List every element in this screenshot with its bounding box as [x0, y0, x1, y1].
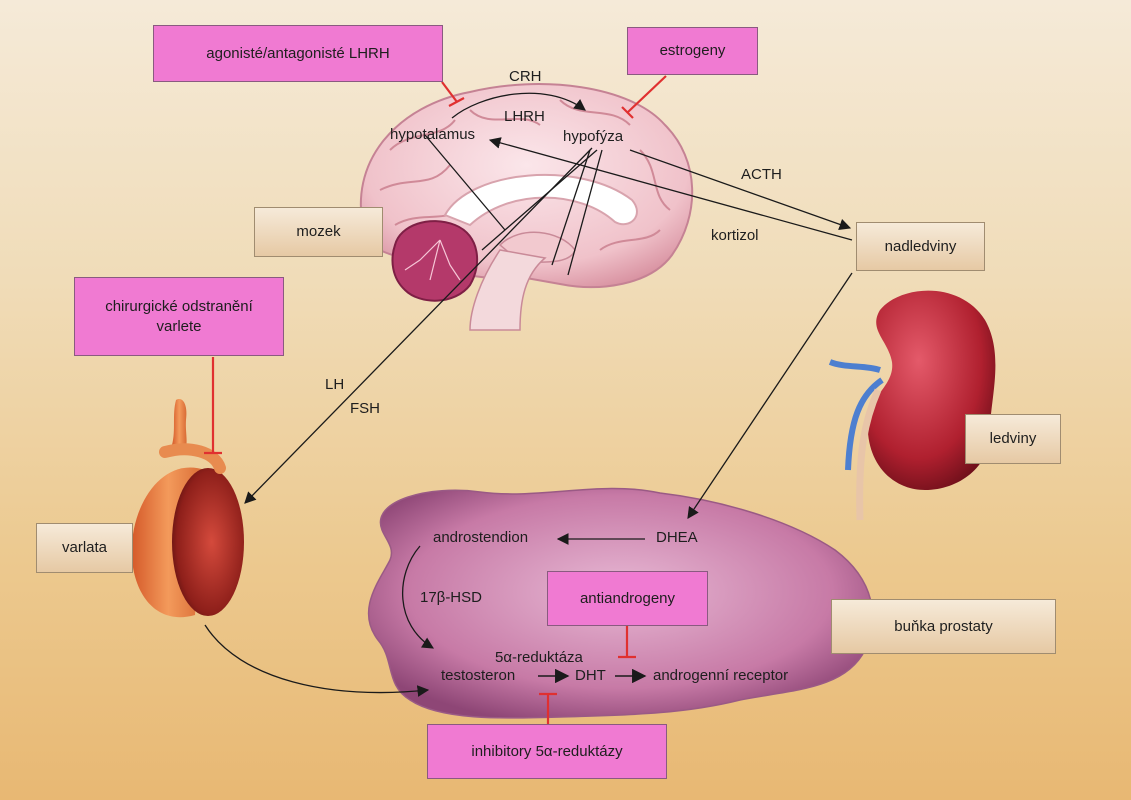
label-hsd: 17β-HSD [420, 589, 482, 606]
kidneys-text: ledviny [989, 430, 1037, 448]
line-pituitary-branch-1 [481, 149, 598, 251]
arrow-lh-fsh [244, 147, 593, 504]
label-reductase: 5α-reduktáza [495, 649, 583, 666]
inhibit-lhrh-agonists [441, 81, 465, 107]
arrow-crh [451, 92, 586, 119]
reductase-inhibitors-box: inhibitory 5α-reduktázy [427, 724, 667, 779]
inhibit-estrogens [621, 75, 667, 119]
kidney-illustration [828, 290, 996, 521]
label-pituitary: hypofýza [563, 128, 624, 145]
antiandrogens-text: antiandrogeny [579, 589, 676, 607]
prostate-cell-box: buňka prostaty [831, 599, 1056, 654]
label-dhea: DHEA [656, 529, 698, 546]
orchiectomy-text-line2: varlete [156, 317, 202, 335]
label-crh: CRH [509, 68, 542, 85]
line-hypothalamus-down [424, 134, 506, 231]
reductase-inhibitors-text: inhibitory 5α-reduktázy [471, 742, 623, 760]
label-fsh: FSH [350, 400, 380, 417]
orchiectomy-box: chirurgické odstranění varlete [74, 277, 284, 356]
inhibit-reductase [539, 692, 557, 724]
estrogens-text: estrogeny [659, 42, 726, 60]
label-acth: ACTH [741, 166, 782, 183]
adrenals-text: nadledviny [884, 237, 957, 255]
testes-box: varlata [36, 523, 133, 573]
testes-text: varlata [61, 539, 108, 557]
arrow-testis-to-testosterone [204, 624, 430, 697]
inhibit-orchiectomy [204, 357, 222, 455]
label-androstenedione: androstendion [433, 529, 529, 546]
antiandrogens-box: antiandrogeny [547, 571, 708, 626]
arrow-adrenal-to-dhea [687, 272, 853, 519]
lhrh-agonists-box: agonisté/antagonisté LHRH [153, 25, 443, 82]
brain-illustration [359, 83, 694, 331]
arrow-acth [629, 149, 852, 230]
inhibit-antiandrogens [618, 626, 636, 659]
line-pituitary-branch-3 [551, 149, 591, 266]
label-hypothalamus: hypotalamus [390, 126, 476, 143]
arrow-cortisol-feedback [488, 137, 853, 241]
brain-text: mozek [296, 223, 341, 241]
label-cortisol: kortizol [711, 227, 759, 244]
label-androgen-receptor: androgenní receptor [653, 667, 789, 684]
lhrh-agonists-text: agonisté/antagonisté LHRH [206, 44, 390, 62]
adrenals-box: nadledviny [856, 222, 985, 271]
estrogens-box: estrogeny [627, 27, 758, 75]
arrow-hsd-conversion [402, 545, 435, 649]
kidneys-box: ledviny [965, 414, 1061, 464]
orchiectomy-text-line1: chirurgické odstranění [105, 298, 253, 315]
label-lhrh: LHRH [504, 108, 545, 125]
label-lh: LH [325, 376, 345, 393]
line-pituitary-branch-2 [567, 149, 603, 276]
prostate-cell-text: buňka prostaty [894, 617, 993, 635]
brain-box: mozek [254, 207, 383, 257]
label-testosterone: testosteron [441, 667, 516, 684]
label-dht: DHT [575, 667, 606, 684]
testis-illustration [131, 399, 244, 618]
